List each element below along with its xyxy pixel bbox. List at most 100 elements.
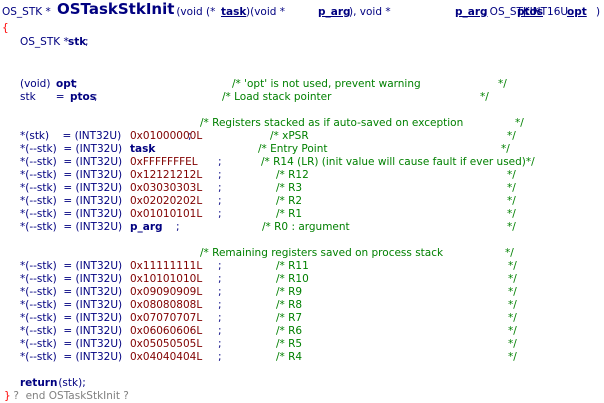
code-comment: /* R3 [276,182,303,194]
code-number-literal: 0x04040404L [130,351,203,363]
code-comment: /* R8 [276,299,303,311]
code-comment: /* R7 [276,312,303,324]
code-text: ; [85,36,89,48]
code-text: *(--stk) = (INT32U) [20,169,123,181]
code-text: ), void * [349,6,391,18]
code-text: *(--stk) = (INT32U) [20,273,123,285]
code-text: OS_STK * [20,36,69,48]
code-comment: /* Registers stacked as if auto-saved on… [200,117,464,129]
code-text: *(--stk) = (INT32U) [20,182,123,194]
code-comment: /* R6 [276,325,303,337]
code-comment: */ [507,221,516,233]
code-number-literal: 0xFFFFFFFEL [130,156,198,168]
code-text: *(--stk) = (INT32U) [20,286,123,298]
code-comment: /* R14 (LR) (init value will cause fault… [261,156,535,168]
code-text: *(--stk) = (INT32U) [20,325,123,337]
code-number-literal: 0x07070707L [130,312,203,324]
code-comment: */ [508,273,517,285]
code-text: ; [218,156,222,168]
code-text: ; [218,273,222,285]
code-text: OS_STK * [2,6,51,18]
code-text: ; [218,325,222,337]
code-text: ; [218,299,222,311]
code-comment: /* R11 [276,260,309,272]
code-text: ; [218,169,222,181]
function-name: OSTaskStkInit [57,0,175,18]
code-comment: /* 'opt' is not used, prevent warning [232,78,421,90]
code-comment: /* R12 [276,169,309,181]
code-text: ; [218,182,222,194]
code-text: ; [218,195,222,207]
code-identifier: p_arg [130,221,163,233]
code-comment: */ [501,143,510,155]
code-comment: /* R0 : argument [262,221,350,233]
code-comment: */ [505,247,514,259]
code-end-marker: ? end OSTaskStkInit ? [10,390,129,402]
code-comment: */ [508,299,517,311]
code-text: ; [74,78,78,90]
code-number-literal: 0x05050505L [130,338,203,350]
code-comment: */ [507,208,516,220]
code-comment: */ [507,169,516,181]
code-text: *(--stk) = (INT32U) [20,299,123,311]
code-comment: */ [507,195,516,207]
code-number-literal: 0x01010101L [130,208,203,220]
code-text: (void) [20,78,51,90]
code-text: *(--stk) = (INT32U) [20,143,123,155]
code-identifier: stk [68,36,87,48]
code-text: *(--stk) = (INT32U) [20,351,123,363]
code-comment: /* Entry Point [258,143,328,155]
code-number-literal: 0x11111111L [130,260,203,272]
code-identifier: opt [56,78,76,90]
code-text: ; [148,143,152,155]
code-text: ; [218,312,222,324]
code-text: stk = [20,91,68,103]
code-text: , INT16U [523,6,572,18]
code-number-literal: 0x12121212L [130,169,203,181]
code-text: ) [596,6,601,18]
code-number-literal: 0x10101010L [130,273,203,285]
code-text: ; [218,351,222,363]
code-comment: */ [507,130,516,142]
code-comment: /* R2 [276,195,303,207]
code-text: ; [188,130,192,142]
code-identifier: return [20,377,58,389]
code-brace: { [2,22,9,34]
code-text: , OS_STK * [483,6,539,18]
code-text: ; [218,338,222,350]
code-text: *(--stk) = (INT32U) [20,338,123,350]
code-parameter: p_arg [318,6,351,18]
code-comment: */ [508,286,517,298]
code-text: *(--stk) = (INT32U) [20,156,123,168]
code-text: (void (* [173,6,216,18]
code-text: )(void * [246,6,286,18]
code-number-literal: 0x09090909L [130,286,203,298]
code-identifier: task [130,143,156,155]
code-text: ; [218,260,222,272]
code-comment: */ [507,182,516,194]
code-parameter: opt [567,6,587,18]
code-comment: */ [480,91,489,103]
code-comment: /* R10 [276,273,309,285]
code-comment: */ [498,78,507,90]
code-comment: */ [508,351,517,363]
code-parameter: ptos [517,6,543,18]
code-text: ; [94,91,98,103]
code-text: *(--stk) = (INT32U) [20,208,123,220]
code-text: (stk); [55,377,86,389]
code-identifier: ptos [70,91,96,103]
code-text: ; [218,286,222,298]
code-comment: /* R1 [276,208,303,220]
code-text: *(--stk) = (INT32U) [20,312,123,324]
code-comment: /* Remaining registers saved on process … [200,247,444,259]
code-comment: /* R5 [276,338,303,350]
code-comment: */ [515,117,524,129]
code-number-literal: 0x06060606L [130,325,203,337]
code-parameter: p_arg [455,6,488,18]
code-text: *(--stk) = (INT32U) [20,221,123,233]
code-text: *(stk) = (INT32U) [20,130,122,142]
code-comment: /* R4 [276,351,303,363]
code-comment: */ [508,260,517,272]
code-text: *(--stk) = (INT32U) [20,195,123,207]
